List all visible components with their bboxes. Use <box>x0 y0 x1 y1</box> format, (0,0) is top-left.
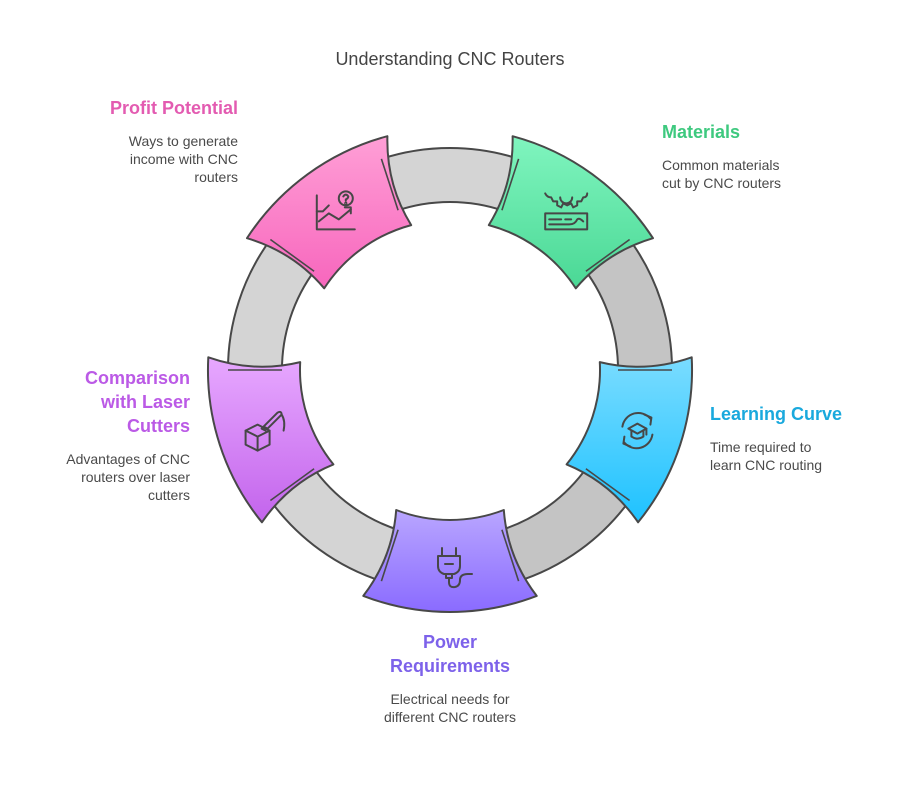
segment-fold-line <box>380 529 399 582</box>
segment-power <box>362 509 538 613</box>
label-power-desc: Electrical needs for different CNC route… <box>383 691 516 725</box>
saw-wood-icon <box>544 192 589 231</box>
label-profit: Profit Potential Ways to generate income… <box>58 96 238 186</box>
label-materials-title: Materials <box>662 122 741 142</box>
segment-learning <box>565 356 694 524</box>
segment-fold-line <box>501 529 520 582</box>
segment-profit <box>246 135 413 290</box>
segment-profit-shape <box>246 135 413 290</box>
segment-learning-shape <box>565 356 694 524</box>
segment-fold-line <box>501 158 520 211</box>
segment-materials-shape <box>487 135 654 290</box>
segment-materials <box>487 135 654 290</box>
label-comparison-title: Comparison with Laser Cutters <box>84 368 190 436</box>
plug-icon <box>437 547 473 589</box>
label-profit-title: Profit Potential <box>109 98 238 118</box>
label-power-title: Power Requirements <box>390 632 511 676</box>
ring-bands <box>226 146 674 584</box>
label-comparison-desc: Advantages of CNC routers over laser cut… <box>66 451 190 503</box>
label-materials: Materials Common materials cut by CNC ro… <box>662 120 842 192</box>
segment-power-shape <box>362 509 538 613</box>
label-learning: Learning Curve Time required to learn CN… <box>710 402 880 474</box>
laser-cube-icon <box>244 410 286 452</box>
segment-fold-line <box>585 238 631 272</box>
label-materials-desc: Common materials cut by CNC routers <box>662 157 782 191</box>
label-learning-title: Learning Curve <box>710 404 843 424</box>
diagram-title: Understanding CNC Routers <box>335 49 565 69</box>
label-profit-desc: Ways to generate income with CNC routers <box>128 133 238 185</box>
segment-fold-line <box>380 158 399 211</box>
chart-question-icon <box>315 190 356 231</box>
segment-comparison <box>206 356 335 524</box>
segment-comparison-shape <box>206 356 335 524</box>
label-comparison: Comparison with Laser Cutters Advantages… <box>40 366 190 504</box>
graduation-cycle-icon <box>621 411 654 450</box>
segment-fold-line <box>269 468 315 502</box>
label-learning-desc: Time required to learn CNC routing <box>710 439 823 473</box>
segment-fold-line <box>585 468 631 502</box>
label-power: Power Requirements Electrical needs for … <box>360 630 540 726</box>
ring-segments <box>206 135 694 613</box>
segment-fold-line <box>269 238 315 272</box>
